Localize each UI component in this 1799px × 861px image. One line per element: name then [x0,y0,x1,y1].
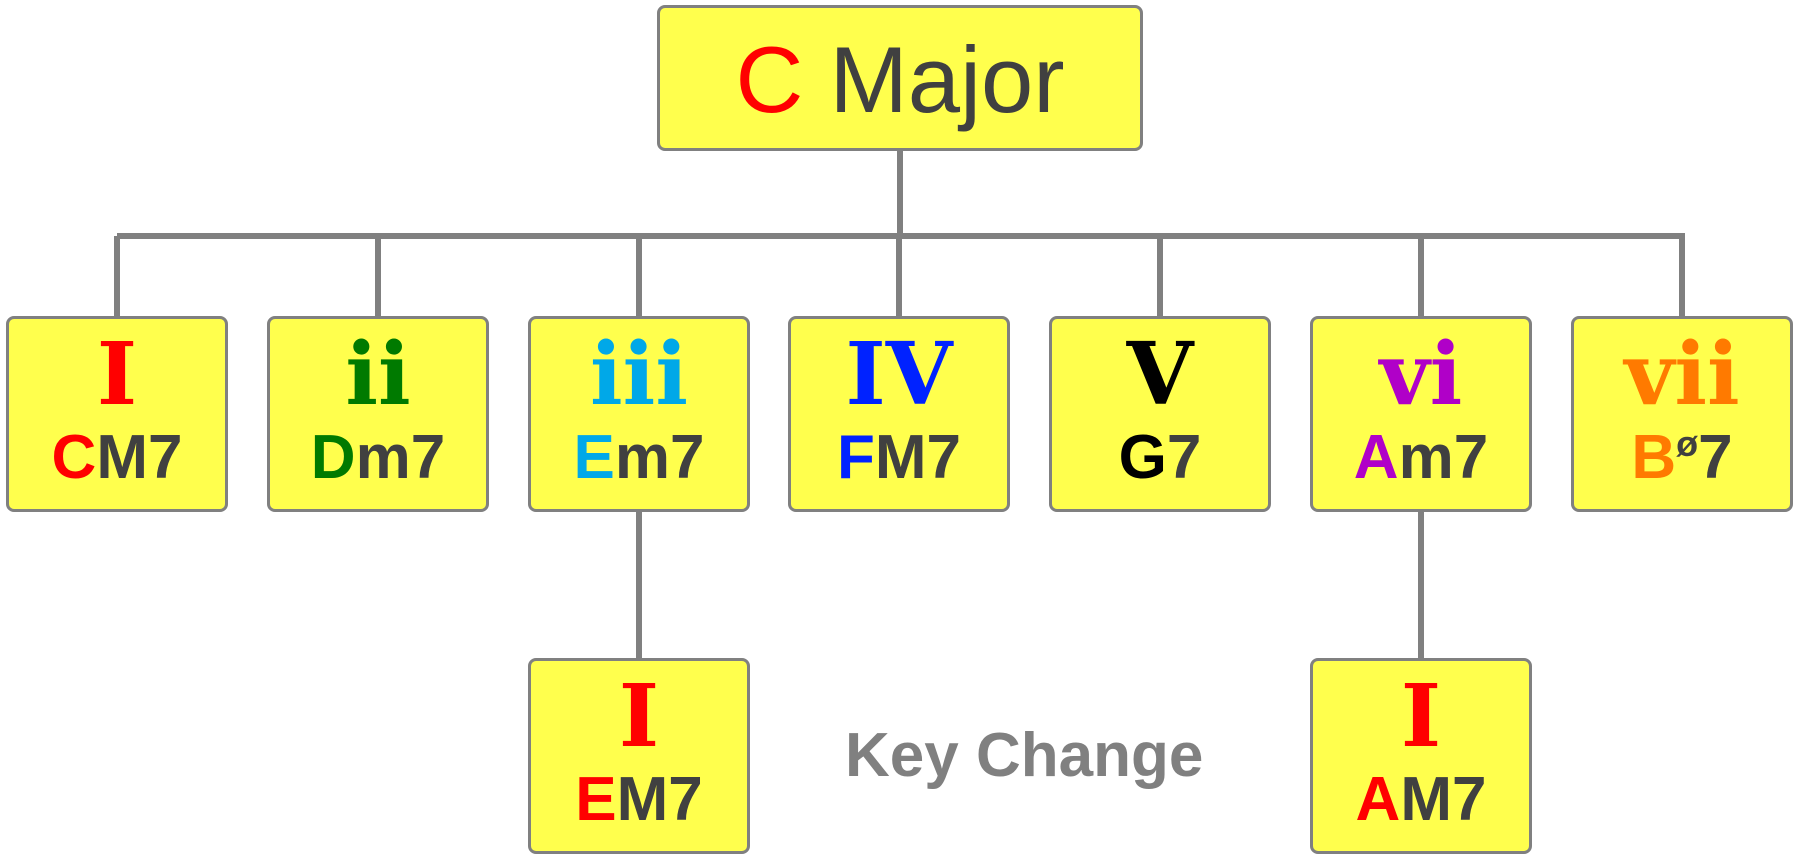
degree-box-iii: iii Em7 [528,316,750,512]
chord-root: B [1631,423,1677,492]
chord-name: Dm7 [270,425,486,491]
key-title: C Major [660,28,1140,132]
chord-name: Bø7 [1574,423,1790,499]
roman-numeral: I [618,666,660,767]
roman-numeral: vi [1379,324,1463,425]
chord-quality: M7 [616,765,703,834]
roman-numeral: V [1126,324,1194,425]
roman-numeral: vii [1624,324,1740,425]
chord-name: G7 [1052,425,1268,491]
degree-box-I: I CM7 [6,316,228,512]
chord-root: C [51,423,97,492]
degree-box-ii: ii Dm7 [267,316,489,512]
chord-root: E [575,765,617,834]
key-change-box-A: I AM7 [1310,658,1532,854]
chord-quality: M7 [96,423,183,492]
chord-root: D [310,423,356,492]
chord-name: AM7 [1313,767,1529,833]
chord-quality: m7 [1398,423,1489,492]
chord-quality: M7 [1400,765,1487,834]
degree-box-vii: vii Bø7 [1571,316,1793,512]
key-letter: C [735,27,804,132]
chord-name: FM7 [791,425,1007,491]
chord-quality: 7 [1166,423,1202,492]
key-root-box: C Major [657,5,1143,151]
degree-box-vi: vi Am7 [1310,316,1532,512]
chord-extension: 7 [1698,423,1733,492]
chord-root: A [1355,765,1401,834]
key-change-box-E: I EM7 [528,658,750,854]
half-diminished-symbol: ø [1676,423,1699,464]
chord-quality: m7 [614,423,705,492]
chord-quality: M7 [874,423,961,492]
key-change-caption: Key Change [845,721,1204,790]
roman-numeral: I [96,324,138,425]
roman-numeral: ii [345,324,411,425]
roman-numeral: I [1400,666,1442,767]
roman-numeral: iii [589,324,688,425]
chord-root: E [573,423,615,492]
degree-box-IV: IV FM7 [788,316,1010,512]
chord-root: F [836,423,875,492]
degree-box-V: V G7 [1049,316,1271,512]
chord-name: Am7 [1313,425,1529,491]
chord-quality: m7 [355,423,446,492]
chord-name: EM7 [531,767,747,833]
chord-name: Em7 [531,425,747,491]
chord-name: CM7 [9,425,225,491]
chord-root: G [1118,423,1167,492]
roman-numeral: IV [845,324,953,425]
chord-root: A [1353,423,1399,492]
key-name: Major [829,27,1065,132]
